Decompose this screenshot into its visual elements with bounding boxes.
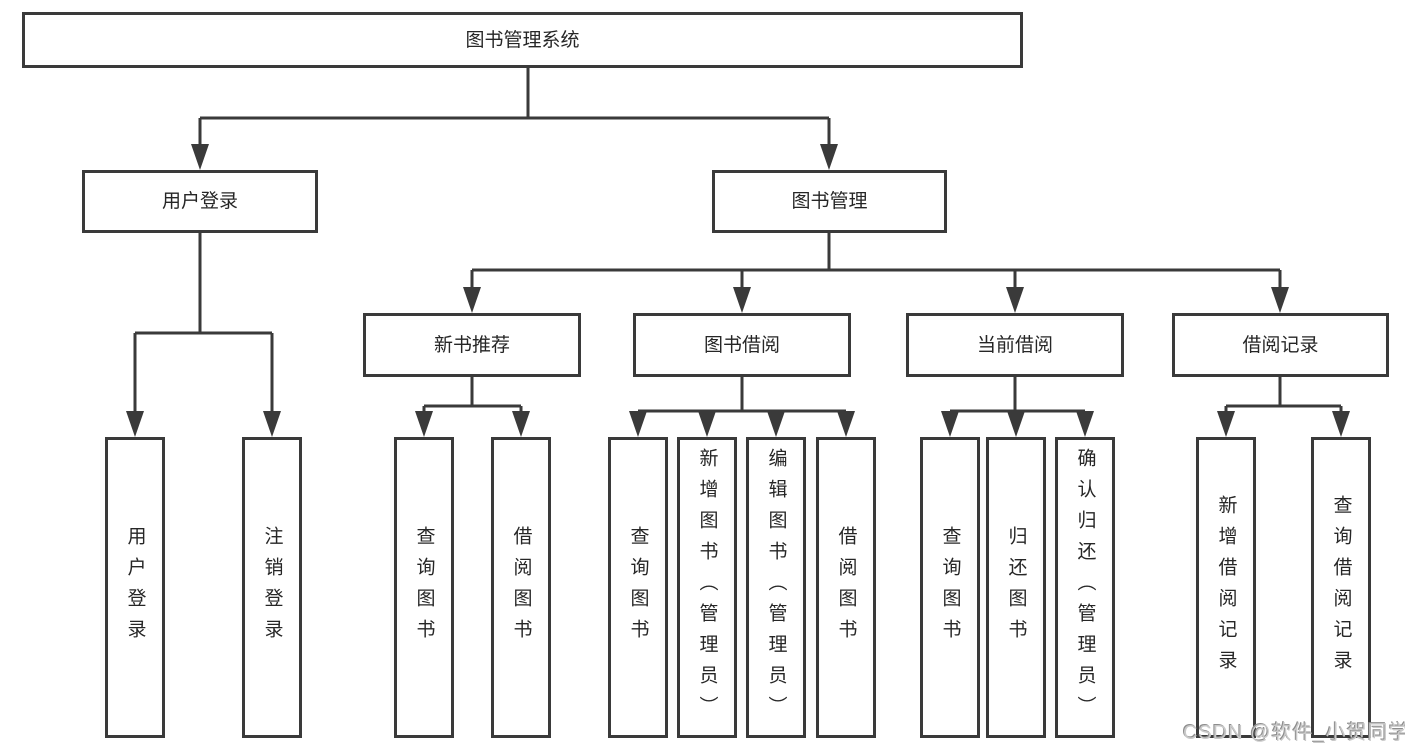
node-current-borrow-label: 当前借阅 (976, 334, 1053, 356)
leaf-borrow-borrow-books: 借阅图书 (816, 437, 876, 738)
leaf-current-return-books-label: 归还图书 (1005, 525, 1027, 650)
leaf-records-query-record: 查询借阅记录 (1311, 437, 1371, 738)
leaf-current-confirm-return-admin-label: 确认归还（管理员） (1074, 448, 1096, 727)
leaf-current-query-books-label: 查询图书 (939, 525, 961, 650)
node-borrow-records-label: 借阅记录 (1242, 334, 1319, 356)
leaf-records-query-record-label: 查询借阅记录 (1330, 494, 1352, 681)
leaf-user-login-label: 用户登录 (124, 525, 146, 650)
leaf-records-add-record-label: 新增借阅记录 (1215, 494, 1237, 681)
leaf-records-add-record: 新增借阅记录 (1196, 437, 1256, 738)
leaf-borrow-add-books-admin: 新增图书（管理员） (677, 437, 737, 738)
leaf-borrow-borrow-books-label: 借阅图书 (835, 525, 857, 650)
leaf-borrow-edit-books-admin: 编辑图书（管理员） (746, 437, 806, 738)
node-book-borrow-label: 图书借阅 (703, 334, 780, 356)
leaf-recommend-query-books: 查询图书 (394, 437, 454, 738)
node-new-book-recommend-label: 新书推荐 (433, 334, 510, 356)
leaf-current-confirm-return-admin: 确认归还（管理员） (1055, 437, 1115, 738)
node-current-borrow: 当前借阅 (906, 313, 1124, 377)
node-borrow-records: 借阅记录 (1172, 313, 1389, 377)
node-library-system: 图书管理系统 (22, 12, 1023, 68)
leaf-logout: 注销登录 (242, 437, 302, 738)
leaf-recommend-borrow-books: 借阅图书 (491, 437, 551, 738)
csdn-watermark: CSDN @软件_小贺同学 (1183, 722, 1405, 744)
node-book-borrow: 图书借阅 (633, 313, 851, 377)
leaf-user-login: 用户登录 (105, 437, 165, 738)
node-library-system-label: 图书管理系统 (465, 29, 580, 51)
leaf-borrow-query-books: 查询图书 (608, 437, 668, 738)
leaf-logout-label: 注销登录 (261, 525, 283, 650)
leaf-current-return-books: 归还图书 (986, 437, 1046, 738)
node-user-login: 用户登录 (82, 170, 318, 233)
node-user-login-label: 用户登录 (161, 191, 238, 212)
leaf-borrow-add-books-admin-label: 新增图书（管理员） (696, 448, 718, 727)
node-book-management-label: 图书管理 (791, 191, 868, 212)
leaf-borrow-query-books-label: 查询图书 (627, 525, 649, 650)
leaf-borrow-edit-books-admin-label: 编辑图书（管理员） (765, 448, 787, 727)
node-book-management: 图书管理 (712, 170, 947, 233)
leaf-recommend-borrow-books-label: 借阅图书 (510, 525, 532, 650)
node-new-book-recommend: 新书推荐 (363, 313, 581, 377)
leaf-recommend-query-books-label: 查询图书 (413, 525, 435, 650)
leaf-current-query-books: 查询图书 (920, 437, 980, 738)
